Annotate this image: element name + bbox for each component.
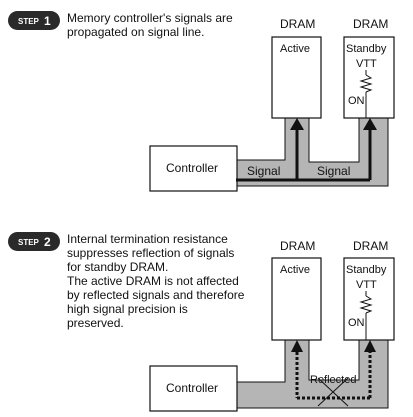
step1-dram-standby-box — [343, 36, 395, 119]
step2-dram-heading-standby: DRAM — [353, 239, 388, 253]
step1-signal-label-left: Signal — [247, 164, 280, 178]
step2-reflected-label: Reflected — [310, 374, 356, 386]
step1-termination-resistor — [359, 70, 373, 118]
step2-badge: STEP 2 — [8, 232, 60, 251]
step2-description-line-5: by reflected signals and therefore — [67, 288, 245, 302]
step1-badge: STEP 1 — [8, 11, 60, 30]
step1-on-label: ON — [348, 95, 365, 107]
step2-standby-label: Standby — [346, 264, 387, 276]
step2-active-label: Active — [280, 264, 310, 276]
step1-dram-heading-active: DRAM — [280, 17, 315, 31]
step2-termination-resistor — [359, 291, 373, 340]
step1-signal-path — [236, 128, 372, 182]
step2-arrow-up-standby-icon — [364, 340, 376, 352]
step1-dram-heading-standby: DRAM — [353, 17, 388, 31]
step1-arrow-up-active-icon — [290, 118, 304, 130]
step2-badge-word: STEP — [18, 238, 40, 247]
step1-active-label: Active — [280, 43, 310, 55]
step2-description-line-4: The active DRAM is not affected — [67, 274, 239, 288]
step2-arrow-up-active-icon — [291, 340, 303, 352]
step2-signal-bus — [235, 339, 389, 409]
step2-on-label: ON — [348, 317, 365, 329]
step2-description-line-1: Internal termination resistance — [67, 232, 228, 246]
step2-controller-label: Controller — [166, 381, 218, 395]
step2-reflected-path — [295, 352, 372, 400]
step2-blocked-cross-icon — [317, 377, 349, 407]
step2-description-line-3: for standby DRAM. — [67, 260, 168, 274]
step2-dram-heading-active: DRAM — [280, 239, 315, 253]
step1-badge-word: STEP — [18, 17, 40, 26]
step2-description-line-7: preserved. — [67, 316, 124, 330]
step1-signal-bus — [235, 117, 389, 187]
step2-description-line-2: suppresses reflection of signals — [67, 246, 234, 260]
step2-controller-box — [149, 365, 238, 412]
step1-controller-label: Controller — [166, 161, 218, 175]
step2-panel: STEP 2 Internal termination resistance s… — [8, 232, 395, 412]
step2-badge-number: 2 — [44, 235, 51, 249]
step1-panel: STEP 1 Memory controller's signals are p… — [8, 11, 395, 192]
step2-description-line-6: high signal precision is — [67, 302, 188, 316]
step2-dram-standby-box — [343, 257, 395, 341]
step1-standby-label: Standby — [346, 43, 387, 55]
step1-description-line-2: propagated on signal line. — [67, 25, 204, 39]
step1-dram-active-box — [271, 36, 322, 119]
step1-badge-number: 1 — [44, 14, 51, 28]
step1-vtt-label: VTT — [356, 58, 377, 70]
step2-dram-active-box — [271, 257, 322, 341]
step1-signal-label-right: Signal — [317, 164, 350, 178]
step1-description-line-1: Memory controller's signals are — [67, 11, 233, 25]
step1-arrow-up-standby-icon — [363, 118, 377, 130]
step1-controller-box — [149, 145, 238, 192]
step2-vtt-label: VTT — [356, 279, 377, 291]
